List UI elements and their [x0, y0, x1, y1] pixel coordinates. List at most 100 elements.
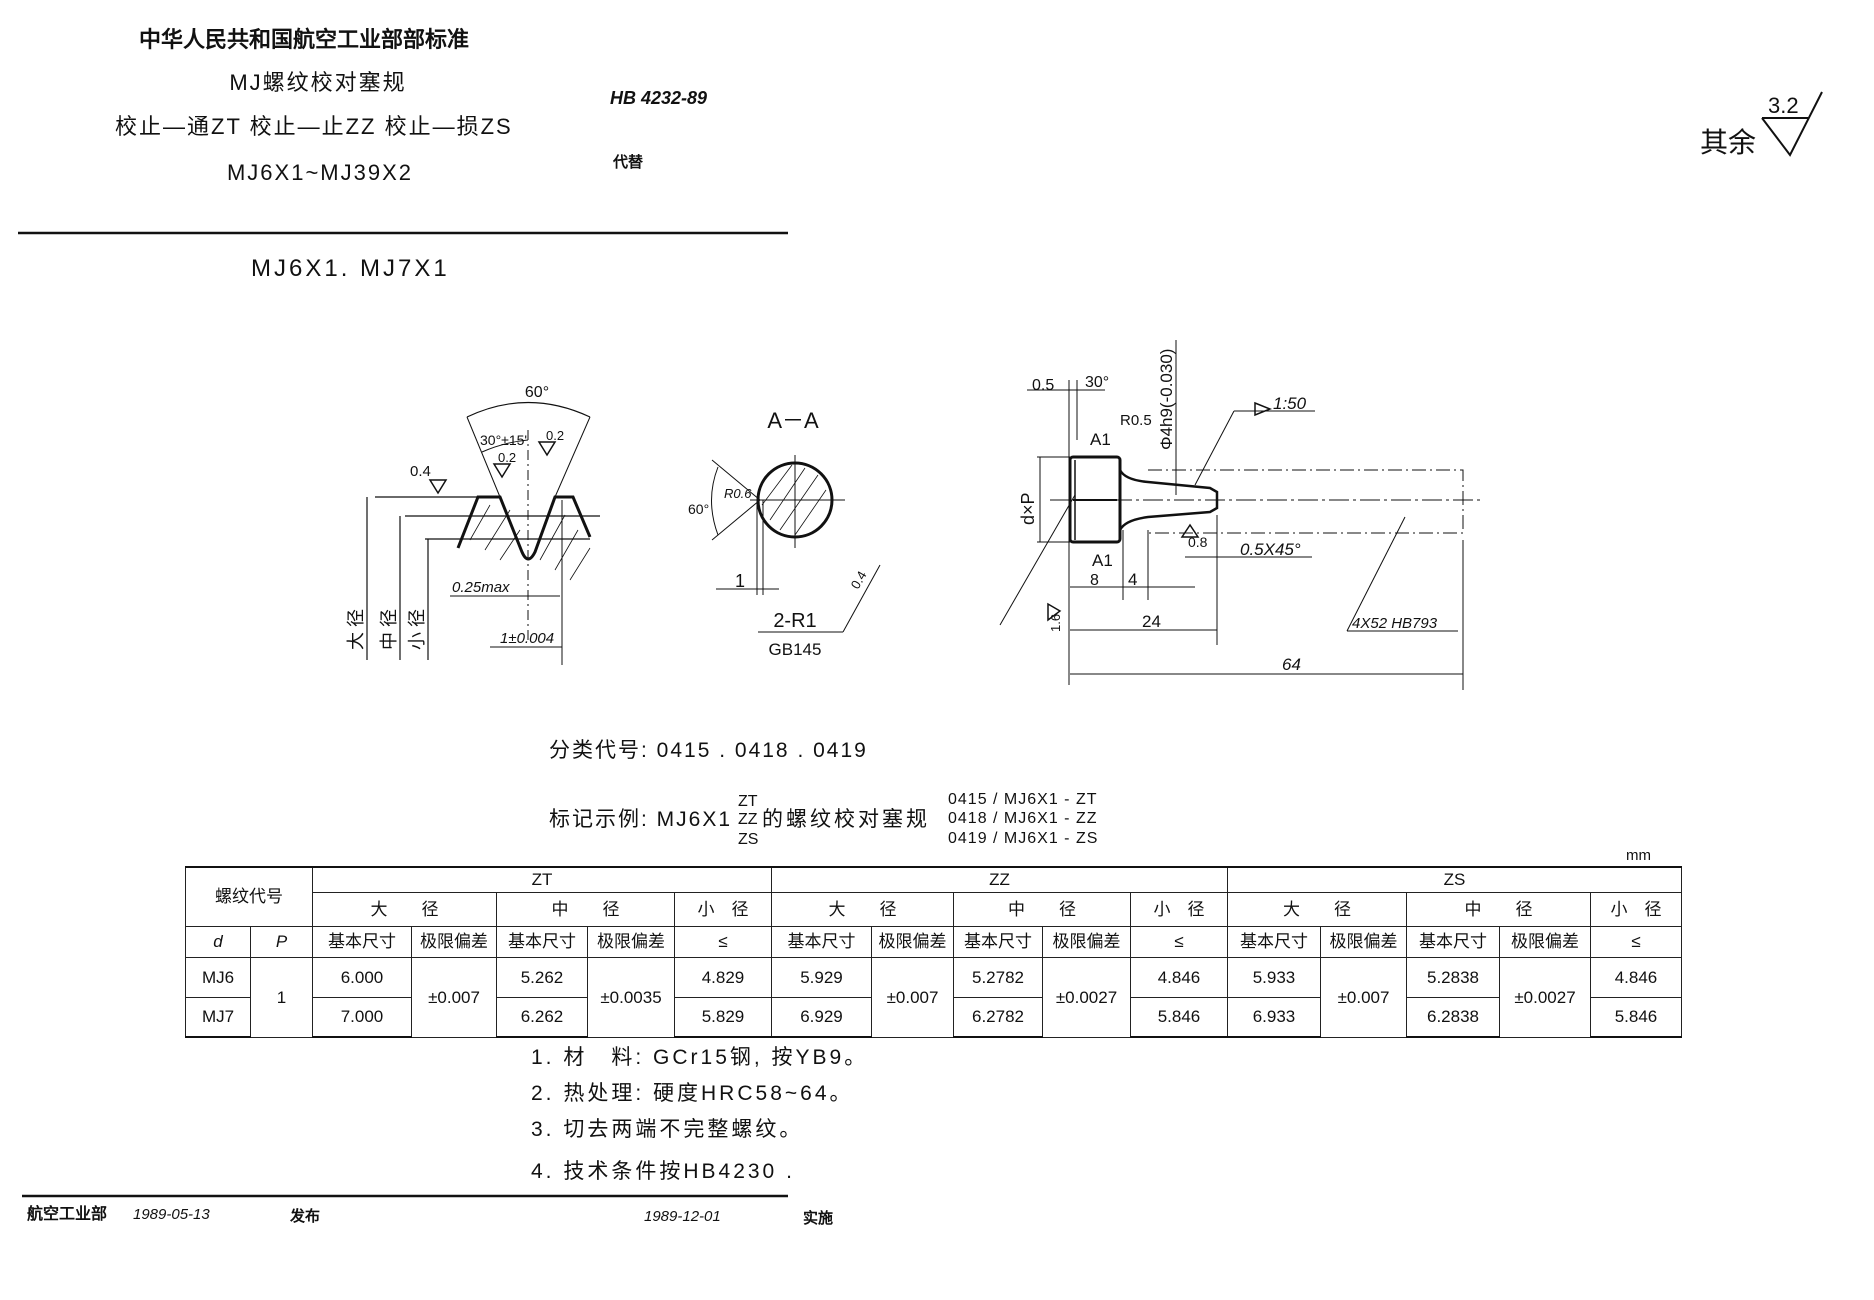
note-3: 3. 切去两端不完整螺纹。 — [531, 1118, 803, 1141]
note-2: 2. 热处理: 硬度HRC58~64。 — [531, 1082, 854, 1105]
center-roughness: 0.4 — [848, 568, 870, 591]
size-range: MJ6X1~MJ39X2 — [227, 160, 413, 185]
table-row: MJ6 1 6.000 ±0.007 5.262 ±0.0035 4.829 5… — [185, 956, 1682, 1038]
cell-zs-major: 6.933 — [1227, 996, 1321, 1038]
cell-zs-minor: 4.846 — [1590, 956, 1682, 998]
doc-subtitle: 校止—通ZT 校止—止ZZ 校止—损ZS — [115, 114, 513, 139]
header-le: ≤ — [1130, 925, 1228, 958]
cell-zt-minor: 4.829 — [674, 956, 772, 998]
cell-zs-pitch: 5.2838 — [1406, 956, 1500, 998]
header-tol: 极限偏差 — [1499, 925, 1591, 958]
minor-diameter-label: 小 径 — [407, 609, 427, 650]
a1-top-label: A1 — [1090, 430, 1111, 449]
flank-roughness-1: 0.2 — [498, 450, 516, 465]
header-p: P — [250, 925, 313, 958]
cell-zz-pitch: 5.2782 — [953, 956, 1043, 998]
header-minor: 小 径 — [1130, 891, 1228, 927]
cell-zz-pitch: 6.2782 — [953, 996, 1043, 1038]
cell-zz-major: 6.929 — [771, 996, 872, 1038]
rest-label: 其余 — [1700, 127, 1756, 158]
center-radius: R0.6 — [724, 486, 752, 501]
cell-zt-pitch: 6.262 — [496, 996, 588, 1038]
table-row: MJ7 7.000 6.262 5.829 6.929 6.2782 5.846… — [185, 996, 1682, 1038]
header-tol: 极限偏差 — [411, 925, 497, 958]
cell-zt-pitch: 5.262 — [496, 956, 588, 998]
center-standard: GB145 — [769, 640, 822, 659]
header-basic: 基本尺寸 — [312, 925, 412, 958]
header-basic: 基本尺寸 — [953, 925, 1043, 958]
crest-roughness: 0.4 — [410, 463, 431, 480]
doc-title: MJ螺纹校对塞规 — [229, 70, 406, 95]
flank-roughness-2: 0.2 — [546, 428, 564, 443]
length-64: 64 — [1282, 655, 1301, 674]
marking-type-zt: ZT — [738, 793, 758, 810]
header-minor: 小 径 — [674, 891, 772, 927]
marking-code-zt: 0415 / MJ6X1 - ZT — [948, 791, 1098, 808]
cell-zs-minor: 5.846 — [1590, 996, 1682, 1038]
cell-zs-pitch-tol: ±0.0027 — [1499, 956, 1591, 1038]
header-tol: 极限偏差 — [587, 925, 675, 958]
issuer: 航空工业部 — [27, 1204, 107, 1223]
note-1: 1. 材 料: GCr15钢, 按YB9。 — [531, 1046, 868, 1069]
marking-code-zz: 0418 / MJ6X1 - ZZ — [948, 810, 1098, 827]
header-basic: 基本尺寸 — [771, 925, 872, 958]
header-major: 大 径 — [1227, 891, 1407, 927]
length-4: 4 — [1128, 570, 1137, 589]
header-pitch-dia: 中 径 — [1406, 891, 1591, 927]
cell-d: MJ7 — [185, 996, 251, 1038]
cell-zt-major-tol: ±0.007 — [411, 956, 497, 1038]
effective-label: 实施 — [803, 1209, 833, 1227]
header-tol: 极限偏差 — [1320, 925, 1407, 958]
header-tol: 极限偏差 — [1042, 925, 1131, 958]
major-diameter-label: 大 径 — [346, 609, 366, 650]
header-basic: 基本尺寸 — [496, 925, 588, 958]
cell-zz-minor: 5.846 — [1130, 996, 1228, 1038]
org-title: 中华人民共和国航空工业部部标准 — [139, 27, 469, 52]
cell-d: MJ6 — [185, 956, 251, 998]
cell-zs-major: 5.933 — [1227, 956, 1321, 998]
half-angle: 30°±15' — [480, 432, 527, 448]
face-roughness: 1.6 — [1048, 614, 1063, 632]
header-le: ≤ — [674, 925, 772, 958]
rest-value: 3.2 — [1768, 93, 1799, 118]
end-chamfer: 0.5X45° — [1240, 540, 1301, 559]
pitch-diameter-label: 中 径 — [379, 609, 399, 650]
standard-number: HB 4232-89 — [610, 88, 707, 108]
cell-zt-major: 7.000 — [312, 996, 412, 1038]
header-major: 大 径 — [771, 891, 954, 927]
cell-zt-pitch-tol: ±0.0035 — [587, 956, 675, 1038]
cell-zs-major-tol: ±0.007 — [1320, 956, 1407, 1038]
header-pitch-dia: 中 径 — [953, 891, 1131, 927]
cell-zz-pitch-tol: ±0.0027 — [1042, 956, 1131, 1038]
center-holes: 2-R1 — [773, 610, 816, 632]
header-le: ≤ — [1590, 925, 1682, 958]
header-major: 大 径 — [312, 891, 497, 927]
effective-date: 1989-12-01 — [644, 1208, 721, 1225]
replaces-label: 代替 — [612, 153, 644, 171]
pitch-tolerance: 1±0.004 — [500, 630, 554, 647]
marking-type-zz: ZZ — [738, 811, 758, 828]
header-d: d — [185, 925, 251, 958]
handle-spec: 4X52 HB793 — [1352, 615, 1438, 632]
gauge-side-view — [999, 340, 1482, 690]
header-thread-code: 螺纹代号 — [185, 866, 313, 927]
header-basic: 基本尺寸 — [1227, 925, 1321, 958]
cell-zt-minor: 5.829 — [674, 996, 772, 1038]
issue-label: 发布 — [289, 1207, 320, 1225]
header-minor: 小 径 — [1590, 891, 1682, 927]
section-title: MJ6X1. MJ7X1 — [251, 255, 450, 282]
cell-zz-major-tol: ±0.007 — [871, 956, 954, 1038]
marking-code-zs: 0419 / MJ6X1 - ZS — [948, 830, 1098, 847]
cell-zt-major: 6.000 — [312, 956, 412, 998]
a1-bottom-label: A1 — [1092, 551, 1113, 570]
marking-label: 标记示例: MJ6X1 — [549, 808, 732, 831]
taper-roughness: 0.8 — [1188, 534, 1208, 550]
surface-roughness-rest: 其余 3.2 — [1700, 91, 1823, 158]
thread-angle: 60° — [525, 384, 549, 401]
thread-spec: d×P — [1018, 492, 1038, 525]
taper-ratio: 1:50 — [1273, 394, 1307, 413]
classification-code: 分类代号: 0415 . 0418 . 0419 — [549, 739, 868, 762]
header-tol: 极限偏差 — [871, 925, 954, 958]
unit-label: mm — [1626, 847, 1651, 864]
